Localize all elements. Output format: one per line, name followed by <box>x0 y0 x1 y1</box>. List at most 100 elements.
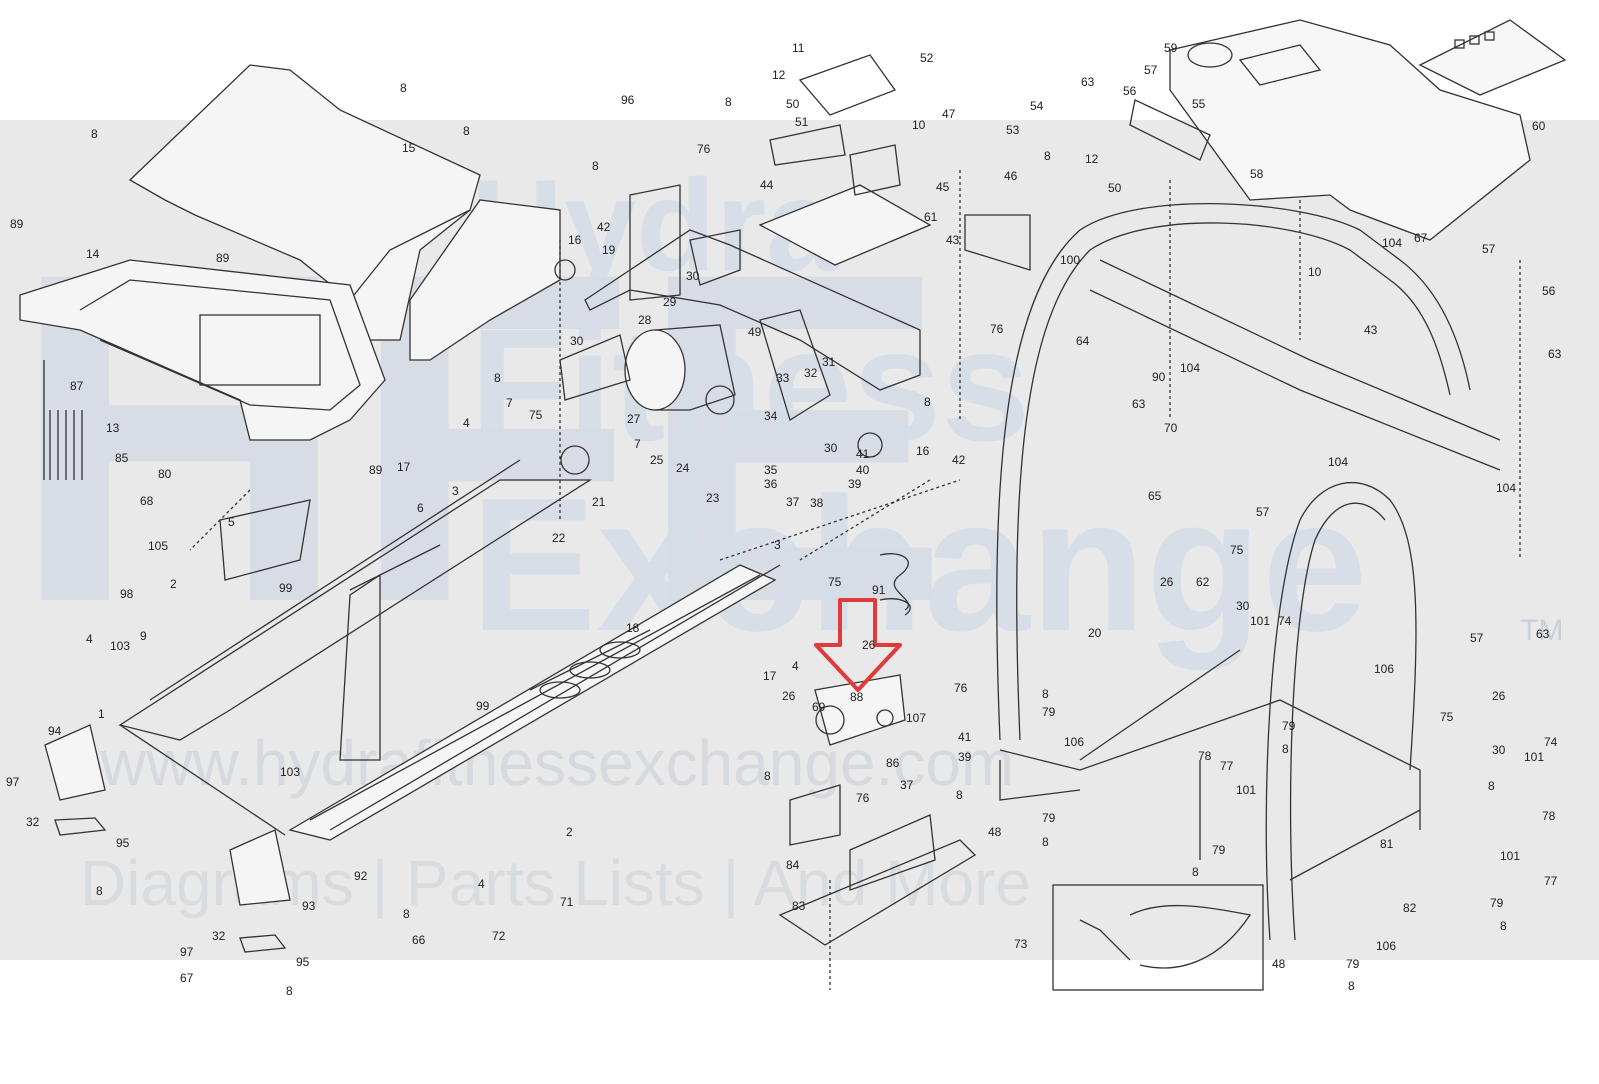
callout-label: 42 <box>597 220 611 234</box>
callout-label: 8 <box>592 159 599 173</box>
callout-label: 106 <box>1064 735 1084 749</box>
callout-label: 10 <box>912 118 926 132</box>
callout-label: 89 <box>369 463 383 477</box>
callout-label: 96 <box>621 93 635 107</box>
callout-label: 93 <box>302 899 316 913</box>
callout-label: 33 <box>776 371 790 385</box>
callout-label: 39 <box>958 750 972 764</box>
callout-label: 88 <box>850 690 864 704</box>
callout-label: 17 <box>763 669 777 683</box>
callout-label: 21 <box>592 495 606 509</box>
callout-label: 95 <box>116 836 130 850</box>
callout-label: 34 <box>764 409 778 423</box>
callout-label: 87 <box>70 379 84 393</box>
callout-label: 25 <box>650 453 664 467</box>
callout-label: 4 <box>463 416 470 430</box>
watermark-tagline: Diagrams | Parts Lists | And More <box>80 847 1031 919</box>
callout-label: 80 <box>158 467 172 481</box>
callout-label: 8 <box>1348 979 1355 993</box>
callout-label: 9 <box>140 629 147 643</box>
callout-label: 15 <box>402 141 416 155</box>
callout-label: 57 <box>1470 631 1484 645</box>
callout-label: 89 <box>10 217 24 231</box>
deck-frame <box>118 459 781 841</box>
callout-label: 74 <box>1544 735 1558 749</box>
callout-label: 75 <box>529 408 543 422</box>
callout-label: 46 <box>1004 169 1018 183</box>
callout-label: 1 <box>98 707 105 721</box>
callout-label: 99 <box>279 581 293 595</box>
callout-label: 12 <box>772 68 786 82</box>
callout-label: 73 <box>1014 937 1028 951</box>
watermark-band <box>0 120 1599 960</box>
watermark: HFE Hydra Fitness Exchange TM www.hydraf… <box>10 152 1563 919</box>
callout-label: 103 <box>110 639 130 653</box>
callout-label: 28 <box>638 313 652 327</box>
callout-label: 12 <box>1085 152 1099 166</box>
callout-label: 8 <box>1042 687 1049 701</box>
callout-label: 4 <box>792 659 799 673</box>
callout-label: 32 <box>26 815 40 829</box>
motor-hood-base <box>19 259 386 441</box>
callout-label: 84 <box>786 858 800 872</box>
callout-label: 48 <box>1272 957 1286 971</box>
callout-label: 97 <box>6 775 20 789</box>
controller-plate <box>758 54 1031 271</box>
callout-label: 20 <box>1088 626 1102 640</box>
callout-label: 2 <box>170 577 177 591</box>
callout-label: 63 <box>1548 347 1562 361</box>
callout-label: 8 <box>1042 835 1049 849</box>
callout-label: 104 <box>1180 361 1200 375</box>
callout-label: 24 <box>676 461 690 475</box>
callout-label: 6 <box>417 501 424 515</box>
callout-label: 3 <box>774 538 781 552</box>
callout-label: 100 <box>1060 253 1080 267</box>
callout-label: 30 <box>824 441 838 455</box>
callout-label: 97 <box>180 945 194 959</box>
callout-label: 31 <box>822 355 836 369</box>
callout-label: 71 <box>560 895 574 909</box>
callout-label: 66 <box>412 933 426 947</box>
callout-label: 8 <box>91 127 98 141</box>
callout-label: 60 <box>1532 119 1546 133</box>
callout-label: 101 <box>1500 849 1520 863</box>
callout-label: 63 <box>1081 75 1095 89</box>
callout-label: 63 <box>1132 397 1146 411</box>
incline-frame <box>584 184 921 422</box>
callout-label: 75 <box>828 575 842 589</box>
line-art <box>19 19 1567 991</box>
callout-label: 10 <box>1308 265 1322 279</box>
callout-label: 57 <box>1256 505 1270 519</box>
callout-label: 30 <box>1492 743 1506 757</box>
callout-label: 51 <box>795 115 809 129</box>
callout-label: 8 <box>1488 779 1495 793</box>
callout-label: 55 <box>1192 97 1206 111</box>
callout-label: 77 <box>1544 874 1558 888</box>
callout-label: 75 <box>1230 543 1244 557</box>
callout-labels: 8 8 8 8 15 89 14 89 87 13 85 89 8 4 17 3… <box>6 41 1562 998</box>
watermark-url: www.hydrafitnessexchange.com <box>99 727 1014 799</box>
callout-label: 95 <box>296 955 310 969</box>
callout-label: 79 <box>1282 719 1296 733</box>
callout-label: 57 <box>1144 63 1158 77</box>
callout-label: 85 <box>115 451 129 465</box>
callout-label: 79 <box>1490 896 1504 910</box>
callout-label: 56 <box>1123 84 1137 98</box>
callout-label: 3 <box>452 484 459 498</box>
watermark-trademark: TM <box>1520 614 1563 647</box>
callout-label: 39 <box>848 477 862 491</box>
callout-label: 79 <box>1042 705 1056 719</box>
callout-label: 86 <box>886 756 900 770</box>
callout-label: 101 <box>1236 783 1256 797</box>
callout-label: 63 <box>1536 627 1550 641</box>
callout-label: 36 <box>764 477 778 491</box>
callout-label: 17 <box>397 460 411 474</box>
callout-label: 26 <box>862 638 876 652</box>
callout-label: 32 <box>804 366 818 380</box>
callout-label: 83 <box>792 899 806 913</box>
drive-motor <box>554 259 883 475</box>
callout-label: 8 <box>924 395 931 409</box>
callout-label: 104 <box>1382 236 1402 250</box>
watermark-brand-line-2: Fitness <box>470 295 1030 474</box>
